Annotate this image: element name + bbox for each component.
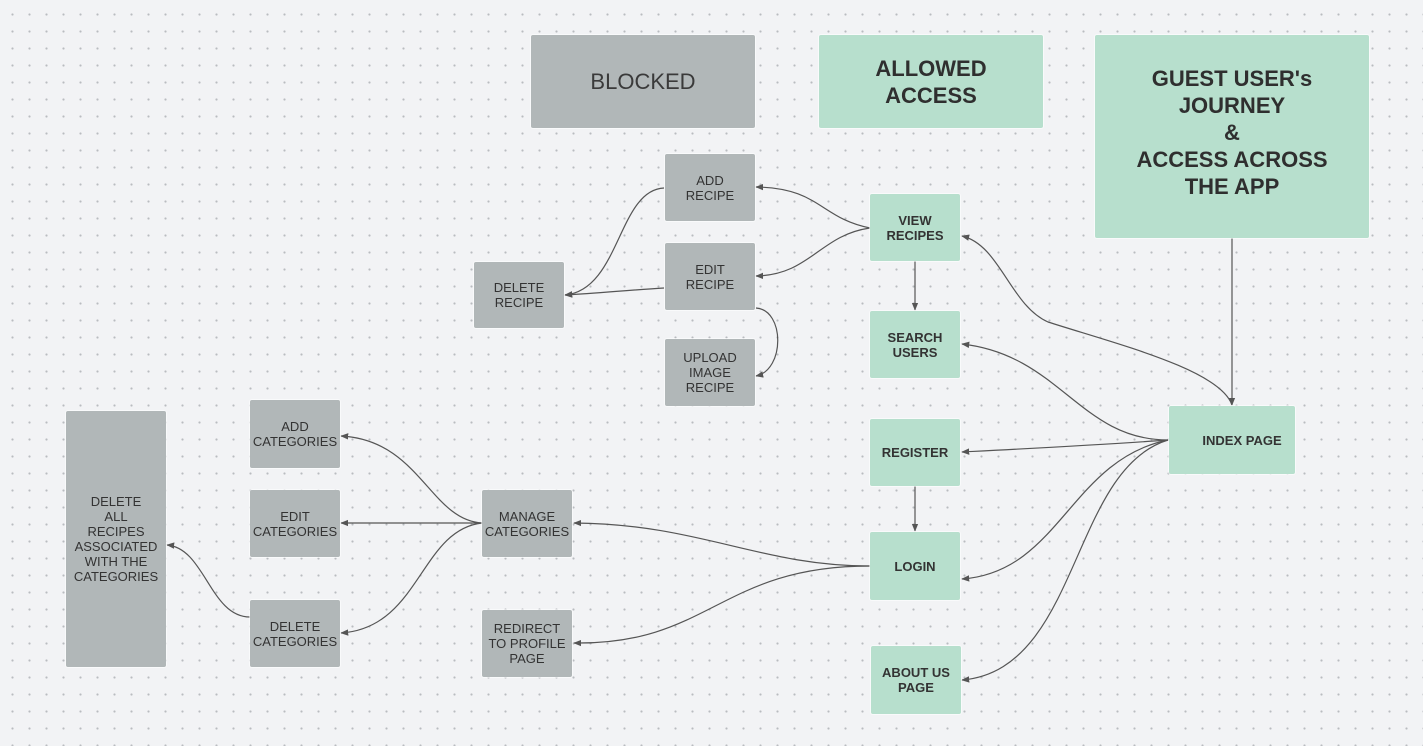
connector-index-to-view-recipes <box>961 234 1233 406</box>
connector-index-to-search-users <box>961 341 1169 441</box>
connector-login-to-manage-categories <box>573 519 871 567</box>
node-search-users: SEARCH USERS <box>870 311 960 378</box>
connector-delete-categories-to-delete-all <box>166 542 251 618</box>
connector-view-to-edit-recipe <box>755 227 871 280</box>
connector-login-to-redirect-profile <box>573 565 871 647</box>
legend-allowed-access: ALLOWED ACCESS <box>819 35 1043 128</box>
node-add-recipe: ADD RECIPE <box>665 154 755 221</box>
node-view-recipes: VIEW RECIPES <box>870 194 960 261</box>
node-about-us-page: ABOUT US PAGE <box>871 646 961 714</box>
connector-index-to-register <box>961 439 1169 455</box>
node-add-categories: ADD CATEGORIES <box>250 400 340 468</box>
legend-blocked: BLOCKED <box>531 35 755 128</box>
node-index-page: INDEX PAGE <box>1169 406 1295 474</box>
connector-index-to-about-us <box>961 439 1169 683</box>
node-edit-recipe: EDIT RECIPE <box>665 243 755 310</box>
diagram-title: GUEST USER's JOURNEY & ACCESS ACROSS THE… <box>1095 35 1369 238</box>
connector-edit-to-upload-image <box>755 307 779 378</box>
node-manage-categories: MANAGE CATEGORIES <box>482 490 572 557</box>
node-edit-categories: EDIT CATEGORIES <box>250 490 340 557</box>
node-delete-all-recipes: DELETE ALL RECIPES ASSOCIATED WITH THE C… <box>66 411 166 667</box>
node-delete-categories: DELETE CATEGORIES <box>250 600 340 667</box>
node-redirect-to-profile-page: REDIRECT TO PROFILE PAGE <box>482 610 572 677</box>
connector-manage-to-add-categories <box>340 433 483 524</box>
connector-add-to-delete-recipe <box>564 187 665 298</box>
connector-edit-to-delete-recipe <box>564 287 665 298</box>
node-upload-image-recipe: UPLOAD IMAGE RECIPE <box>665 339 755 406</box>
connector-manage-to-delete-categories <box>340 522 483 636</box>
node-delete-recipe: DELETE RECIPE <box>474 262 564 328</box>
node-login: LOGIN <box>870 532 960 600</box>
connector-view-to-add-recipe <box>755 183 871 229</box>
connector-index-to-login <box>961 439 1169 582</box>
node-register: REGISTER <box>870 419 960 486</box>
